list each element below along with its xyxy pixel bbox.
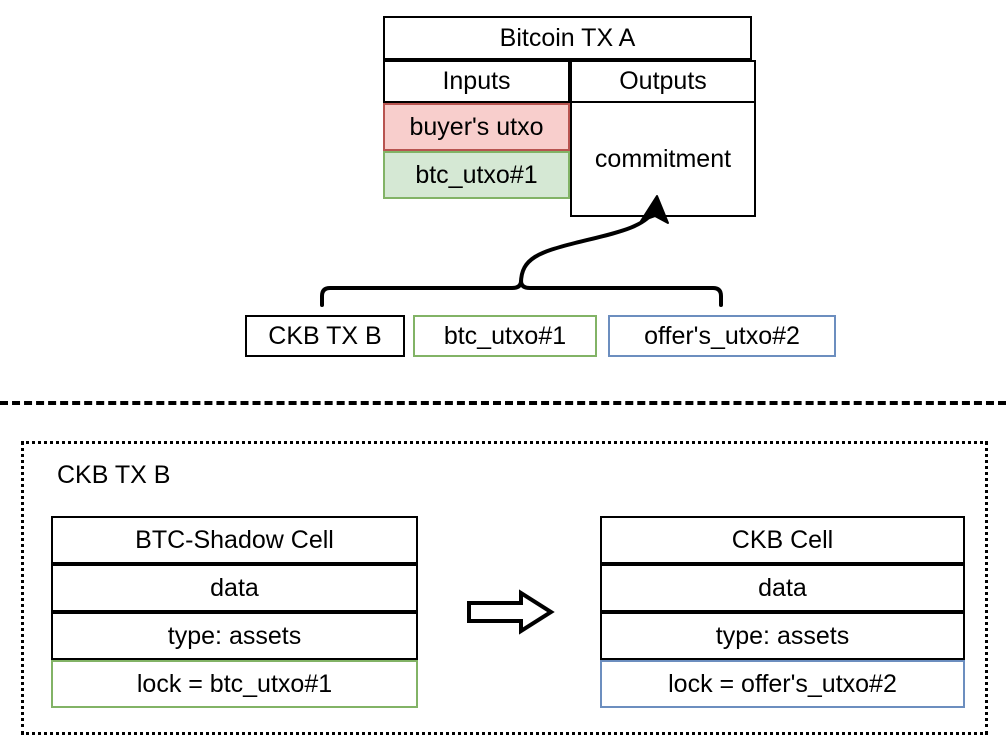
section-divider xyxy=(0,401,1006,405)
btc-shadow-cell-header: BTC-Shadow Cell xyxy=(51,516,418,564)
bitcoin-tx-a-input-buyers-utxo: buyer's utxo xyxy=(383,103,570,151)
ckb-cell-table: CKB Cell data type: assets lock = offer'… xyxy=(600,516,965,708)
bitcoin-tx-a-table: Bitcoin TX A Inputs Outputs buyer's utxo… xyxy=(383,16,756,217)
btc-shadow-cell-row-type: type: assets xyxy=(51,612,418,660)
ckb-cell-row-lock: lock = offer's_utxo#2 xyxy=(600,660,965,708)
btc-shadow-cell-row-data: data xyxy=(51,564,418,612)
grouping-brace xyxy=(320,279,723,307)
ckb-tx-b-label-box: CKB TX B xyxy=(245,315,405,357)
btc-shadow-cell-row-lock: lock = btc_utxo#1 xyxy=(51,660,418,708)
ckb-cell-row-data: data xyxy=(600,564,965,612)
ckb-cell-header: CKB Cell xyxy=(600,516,965,564)
bitcoin-tx-a-output-commitment: commitment xyxy=(570,101,756,217)
bitcoin-tx-a-input-btc-utxo-1: btc_utxo#1 xyxy=(383,151,570,199)
ckb-tx-b-item-btc-utxo-1: btc_utxo#1 xyxy=(413,315,597,357)
ckb-tx-b-item-offers-utxo-2: offer's_utxo#2 xyxy=(608,315,836,357)
brace-to-commitment-arrow xyxy=(519,207,657,285)
ckb-cell-row-type: type: assets xyxy=(600,612,965,660)
ckb-tx-b-detail-label: CKB TX B xyxy=(57,461,171,489)
btc-shadow-cell-table: BTC-Shadow Cell data type: assets lock =… xyxy=(51,516,418,708)
bitcoin-tx-a-header: Bitcoin TX A xyxy=(383,16,752,60)
bitcoin-tx-a-outputs-column-header: Outputs xyxy=(570,60,756,103)
bitcoin-tx-a-inputs-column-header: Inputs xyxy=(383,60,570,103)
